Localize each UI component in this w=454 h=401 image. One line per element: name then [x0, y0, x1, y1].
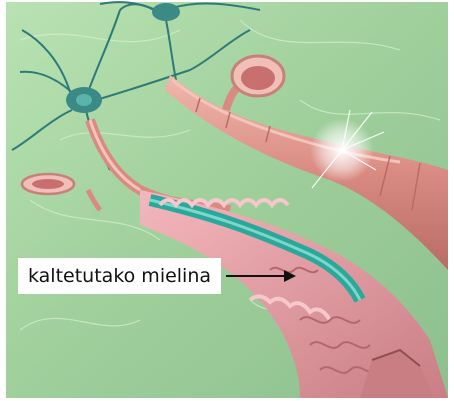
callout-label: kaltetutako mielina [18, 258, 221, 294]
